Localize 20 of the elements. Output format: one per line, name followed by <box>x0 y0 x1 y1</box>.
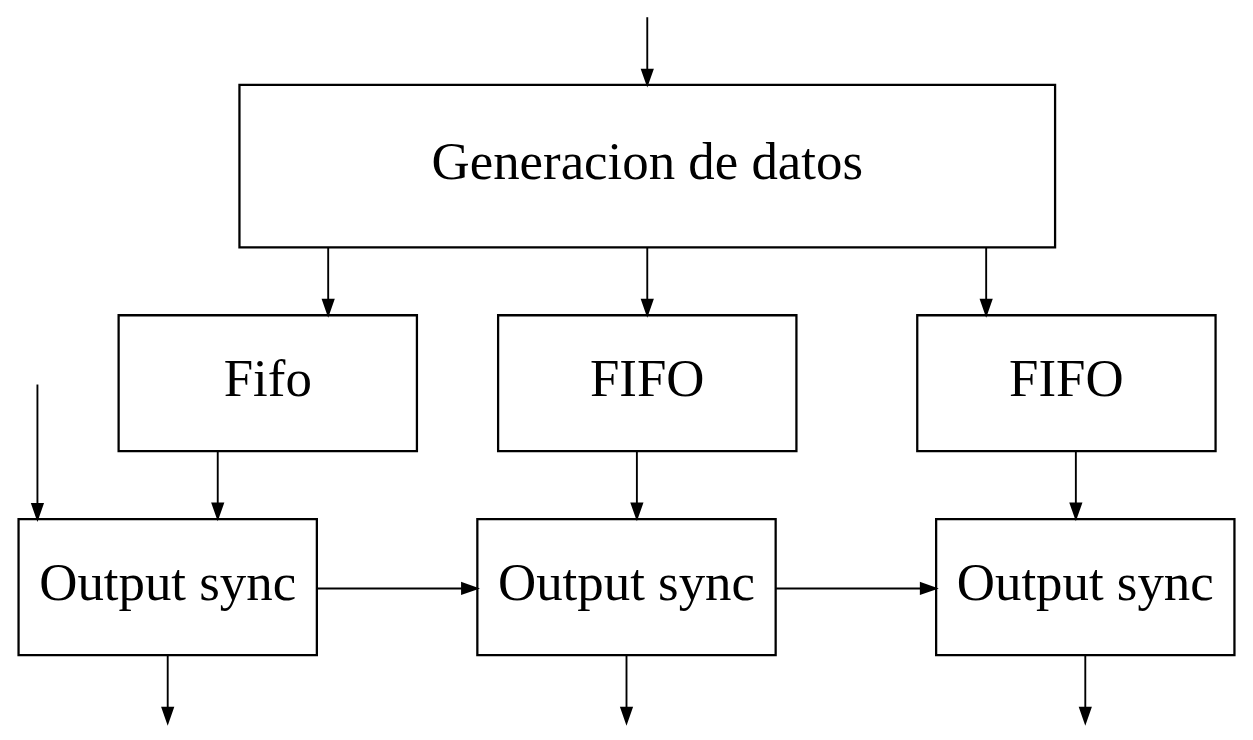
node-box: Generacion de datos <box>238 83 1057 249</box>
arrow <box>619 654 634 726</box>
node-box: Fifo <box>117 314 419 453</box>
arrow <box>775 581 939 596</box>
node-box: FIFO <box>496 314 798 453</box>
arrow <box>640 246 654 318</box>
arrow <box>30 383 45 522</box>
arrow <box>161 654 175 726</box>
arrow <box>630 450 644 522</box>
arrow <box>1069 450 1083 522</box>
node-box: Output sync <box>17 518 318 657</box>
node-box: Output sync <box>935 518 1236 657</box>
node-box: Output sync <box>476 518 777 657</box>
arrow <box>211 450 225 522</box>
arrow <box>979 246 993 318</box>
node-box: FIFO <box>916 314 1217 453</box>
arrow <box>321 246 335 318</box>
arrow <box>316 581 480 596</box>
arrow <box>1078 654 1092 726</box>
arrow <box>640 16 654 88</box>
